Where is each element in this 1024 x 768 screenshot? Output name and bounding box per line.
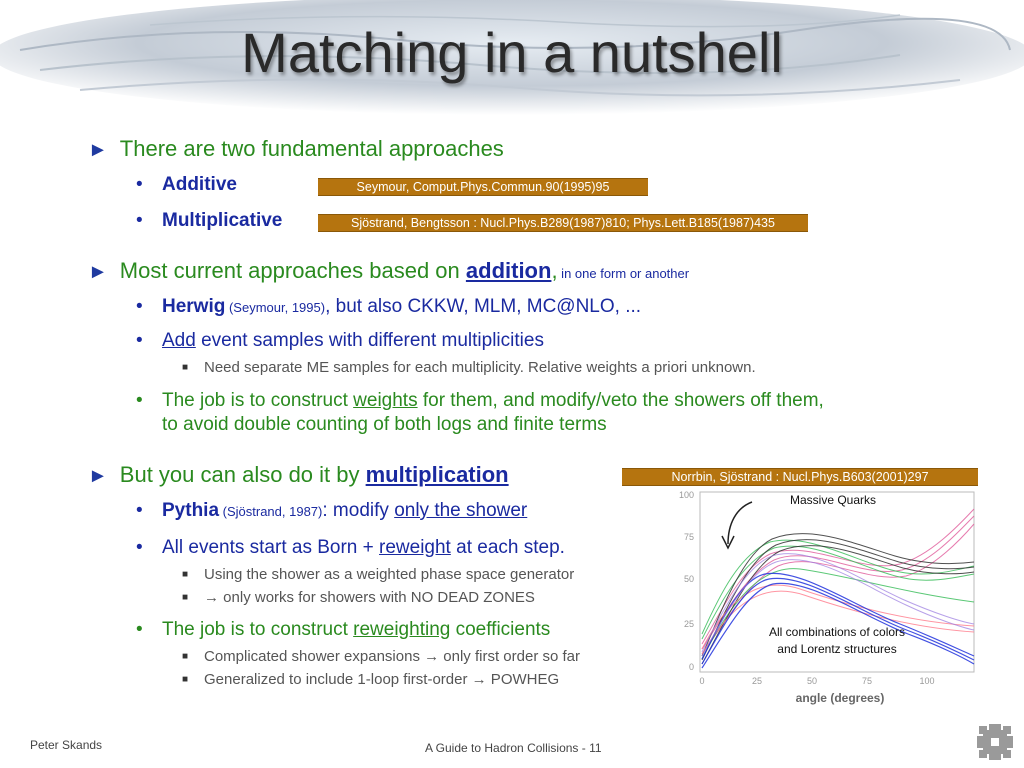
triangle-bullet-icon: ► [88,139,108,161]
ytick-50: 50 [684,574,694,584]
subsub-complicated: ■Complicated shower expansions → only fi… [182,648,581,665]
xtick-25: 25 [752,676,762,686]
ytick-75: 75 [684,532,694,542]
subsub-separate-me: ■Need separate ME samples for each multi… [182,359,756,376]
square-bullet-icon: ■ [182,592,189,603]
sub-multiplicative: •Multiplicative [136,210,283,231]
ytick-0: 0 [689,662,694,672]
angle-plot: 50 75 100 25 0 0 25 50 75 100 angle (deg… [640,484,984,710]
sub-job-weights-line2: to avoid double counting of both logs an… [162,414,607,435]
square-bullet-icon: ■ [182,674,189,685]
footer-author: Peter Skands [30,738,103,752]
sub-herwig: •Herwig (Seymour, 1995), but also CKKW, … [136,296,642,317]
annotation-arrowhead-icon [721,535,735,550]
annotation-combinations-1: All combinations of colors [769,625,905,639]
xtick-100: 100 [919,676,934,686]
ytick-25: 25 [684,619,694,629]
sub-job-weights: •The job is to construct weights for the… [136,390,824,411]
water-background [0,0,1024,115]
arrow-right-icon: → [204,589,219,606]
title-banner: Matching in a nutshell [0,0,1024,120]
bullet-multiplication: ►But you can also do it by multiplicatio… [88,462,509,487]
dot-bullet-icon: • [136,330,143,351]
square-bullet-icon: ■ [182,569,189,580]
curve-blue-2 [701,577,975,665]
xtick-50: 50 [807,676,817,686]
square-bullet-icon: ■ [182,651,189,662]
ref-norrbin: Norrbin, Sjöstrand : Nucl.Phys.B603(2001… [622,468,978,486]
ytick-100: 100 [679,490,694,500]
curve-pink-1 [701,508,975,645]
xtick-0: 0 [699,676,704,686]
dot-bullet-icon: • [136,500,143,521]
square-bullet-icon: ■ [182,362,189,373]
sub-pythia: •Pythia (Sjöstrand, 1987): modify only t… [136,500,528,521]
xtick-75: 75 [862,676,872,686]
sub-additive: •Additive [136,174,237,195]
x-axis-label: angle (degrees) [796,691,885,705]
sub-add-samples: •Add event samples with different multip… [136,330,544,351]
curve-dark-1 [701,533,975,657]
sub-all-events: •All events start as Born + reweight at … [136,537,565,558]
dot-bullet-icon: • [136,174,143,195]
annotation-massive-quarks: Massive Quarks [790,493,876,507]
triangle-bullet-icon: ► [88,465,108,487]
subsub-no-dead-zones: ■→ only works for showers with NO DEAD Z… [182,589,535,606]
slide-title: Matching in a nutshell [241,21,783,84]
curve-blue-1 [701,572,975,660]
sub-job-reweighting: •The job is to construct reweighting coe… [136,619,551,640]
ref-sjostrand-bengtsson: Sjöstrand, Bengtsson : Nucl.Phys.B289(19… [318,214,808,232]
annotation-arrow [727,501,753,545]
dot-bullet-icon: • [136,210,143,231]
footer-page: A Guide to Hadron Collisions - 11 [425,741,602,755]
subsub-generalized: ■Generalized to include 1-loop first-ord… [182,671,560,688]
curve-violet-2 [701,559,975,657]
fermilab-logo-icon [977,724,1013,760]
dot-bullet-icon: • [136,537,143,558]
arrow-right-icon: → [471,671,487,688]
curve-violet-1 [701,553,975,653]
dot-bullet-icon: • [136,390,143,411]
triangle-bullet-icon: ► [88,261,108,283]
bullet-two-approaches: ►There are two fundamental approaches [88,136,504,161]
fermilab-logo [975,722,1015,762]
curve-blue-3 [701,582,975,669]
bullet-current-approaches: ►Most current approaches based on additi… [88,258,690,283]
angle-plot-svg: 50 75 100 25 0 0 25 50 75 100 angle (deg… [679,490,975,705]
multiplication-keyword: multiplication [365,462,509,487]
ref-seymour: Seymour, Comput.Phys.Commun.90(1995)95 [318,178,648,196]
dot-bullet-icon: • [136,296,143,317]
arrow-right-icon: → [424,648,440,665]
subsub-weighted-generator: ■Using the shower as a weighted phase sp… [182,566,575,583]
dot-bullet-icon: • [136,619,143,640]
curve-green-2 [701,545,975,640]
annotation-combinations-2: and Lorentz structures [777,642,896,656]
addition-keyword: addition [465,258,552,283]
curve-dark-2 [701,539,975,661]
